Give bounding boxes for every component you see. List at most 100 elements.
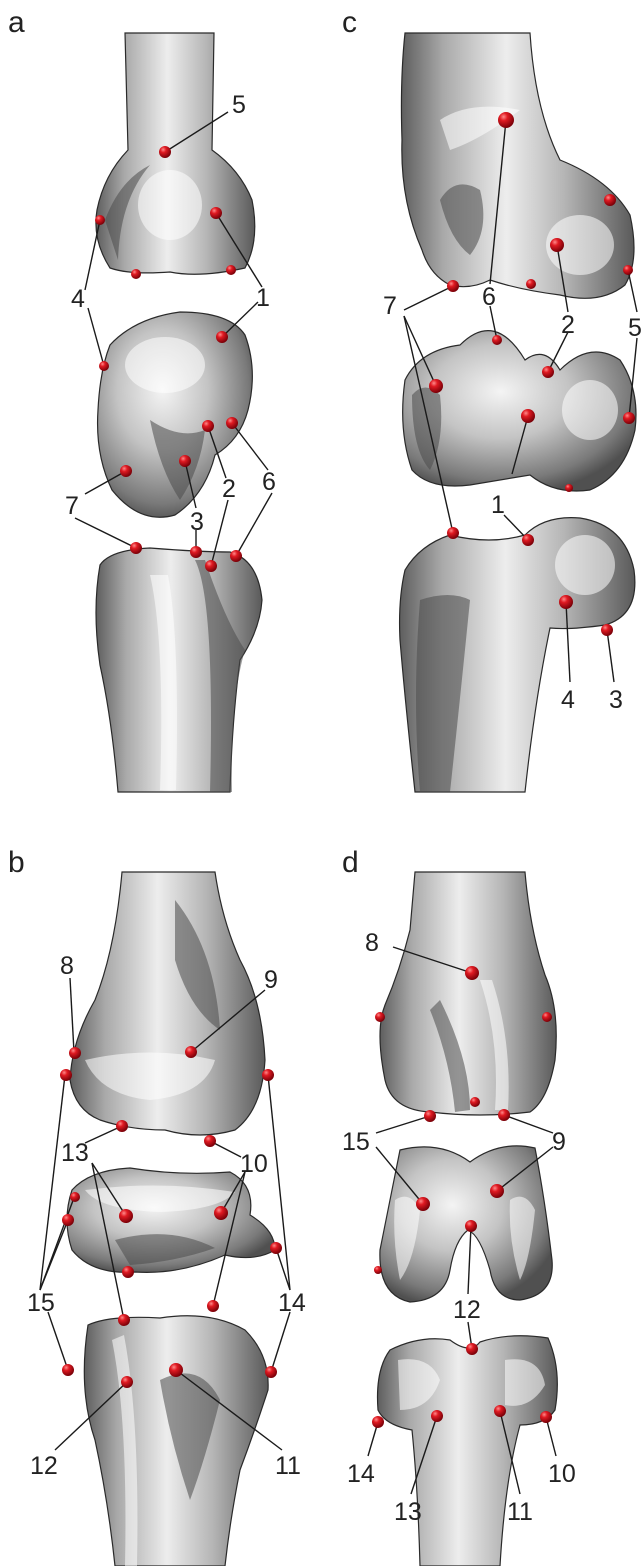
panel-b-lower-bone [84, 1316, 268, 1566]
landmark-label: 6 [482, 283, 496, 311]
landmark-point [210, 207, 222, 219]
landmark-label: 7 [383, 292, 397, 320]
landmark-point [169, 1363, 183, 1377]
panel-d-upper-bone [380, 872, 556, 1115]
landmark-point [207, 1300, 219, 1312]
landmark-label: 5 [232, 91, 246, 119]
landmark-label: 1 [491, 491, 505, 519]
landmark-point [122, 1266, 134, 1278]
landmark-label: 15 [27, 1289, 55, 1317]
panel-d-letter: d [342, 846, 359, 879]
panel-a-letter: a [8, 6, 25, 39]
landmark-point [202, 420, 214, 432]
panel-b-letter: b [8, 846, 25, 879]
landmark-point [118, 1314, 130, 1326]
landmark-point [130, 542, 142, 554]
landmark-point [431, 1410, 443, 1422]
landmark-point [550, 238, 564, 252]
landmark-label: 13 [61, 1139, 89, 1167]
landmark-point [424, 1110, 436, 1122]
landmark-point [226, 417, 238, 429]
landmark-label: 15 [342, 1128, 370, 1156]
landmark-point [70, 1192, 80, 1202]
landmark-point [559, 595, 573, 609]
landmark-label: 7 [65, 492, 79, 520]
landmark-point [179, 455, 191, 467]
landmark-label: 10 [240, 1150, 268, 1178]
landmark-point [262, 1069, 274, 1081]
landmark-point [375, 1012, 385, 1022]
landmark-point [372, 1416, 384, 1428]
landmark-point [69, 1047, 81, 1059]
landmark-point [521, 409, 535, 423]
landmark-point [490, 1184, 504, 1198]
landmark-point [120, 465, 132, 477]
landmark-point [205, 560, 217, 572]
landmark-point [204, 1135, 216, 1147]
landmark-label: 2 [222, 475, 236, 503]
landmark-point [185, 1046, 197, 1058]
landmark-point [601, 624, 613, 636]
landmark-label: 2 [561, 311, 575, 339]
landmark-point [494, 1405, 506, 1417]
landmark-point [214, 1206, 228, 1220]
landmark-point [447, 280, 459, 292]
landmark-point [99, 361, 109, 371]
landmark-point [604, 194, 616, 206]
landmark-label: 6 [262, 468, 276, 496]
landmark-point [623, 265, 633, 275]
landmark-point [447, 527, 459, 539]
landmark-label: 13 [394, 1498, 422, 1526]
landmark-point [498, 1109, 510, 1121]
landmark-label: 4 [561, 686, 575, 714]
landmark-label: 3 [190, 508, 204, 536]
landmark-point [265, 1366, 277, 1378]
landmark-point [429, 379, 443, 393]
landmark-point [116, 1120, 128, 1132]
landmark-label: 4 [71, 285, 85, 313]
landmark-label: 5 [628, 314, 642, 342]
landmark-label: 1 [256, 284, 270, 312]
landmark-point [540, 1411, 552, 1423]
landmark-label: 9 [552, 1128, 566, 1156]
panel-c-lower-bone [400, 518, 635, 792]
landmark-point [131, 269, 141, 279]
landmark-label: 11 [275, 1452, 301, 1480]
landmark-point [623, 412, 635, 424]
panel-b-upper-bone [70, 872, 265, 1135]
landmark-point [374, 1266, 382, 1274]
landmark-label: 14 [278, 1289, 306, 1317]
landmark-point [526, 279, 536, 289]
landmark-label: 10 [548, 1460, 576, 1488]
landmark-point [230, 550, 242, 562]
landmark-point [270, 1242, 282, 1254]
landmark-point [465, 1220, 477, 1232]
landmark-label: 3 [609, 686, 623, 714]
panel-a: a [8, 6, 276, 792]
landmark-label: 8 [60, 952, 74, 980]
landmark-label: 12 [453, 1296, 481, 1324]
landmark-point [565, 484, 573, 492]
panel-c-upper-bone [401, 33, 634, 298]
landmark-point [492, 335, 502, 345]
landmark-label: 12 [30, 1452, 58, 1480]
panel-d: d [342, 846, 576, 1566]
landmark-point [542, 366, 554, 378]
landmark-point [498, 112, 514, 128]
panel-c: c [342, 6, 642, 792]
landmark-point [62, 1364, 74, 1376]
landmark-point [60, 1069, 72, 1081]
landmark-point [119, 1209, 133, 1223]
landmark-point [216, 331, 228, 343]
landmark-point [62, 1214, 74, 1226]
landmark-point [522, 534, 534, 546]
panel-b: b [8, 846, 306, 1566]
landmark-point [190, 546, 202, 558]
landmark-point [121, 1376, 133, 1388]
landmark-point [542, 1012, 552, 1022]
panel-d-lower-bone [378, 1336, 558, 1566]
landmark-point [159, 146, 171, 158]
landmark-point [95, 215, 105, 225]
panel-a-lower-bone [96, 548, 262, 792]
